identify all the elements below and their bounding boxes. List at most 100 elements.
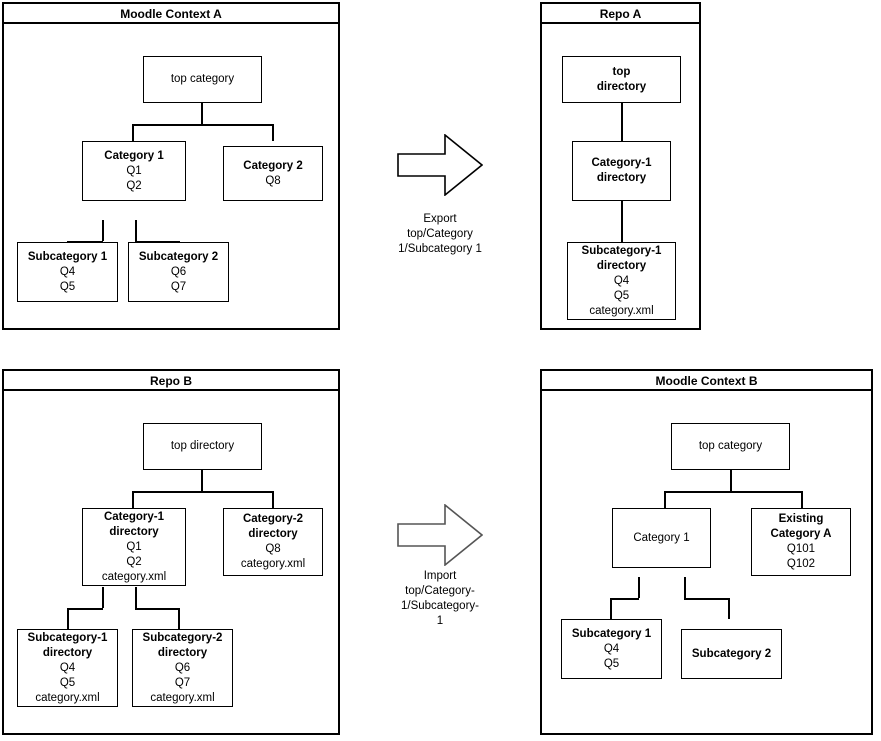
node-label-line-1: Existing: [778, 513, 824, 525]
node-label: Category 1: [633, 531, 690, 544]
node-label: Subcategory 1: [571, 627, 652, 640]
node-subcategory-2-directory[interactable]: Subcategory-2 directory Q6 Q7 category.x…: [132, 629, 233, 707]
connector-to-subcategory-1: [610, 598, 612, 619]
connector-top-bar: [132, 491, 274, 493]
node-label-line-1: Category-2: [242, 513, 304, 525]
node-item: Q5: [59, 280, 76, 293]
connector-cat1-right-down: [684, 577, 686, 598]
node-label-line-2: directory: [109, 525, 159, 538]
node-label-line-2: directory: [596, 259, 647, 272]
node-item: Q2: [126, 179, 142, 192]
import-label-line-1: Import: [423, 570, 457, 582]
panel-title-moodle-context-a: Moodle Context A: [4, 4, 338, 24]
node-label-line-2: directory: [42, 646, 93, 659]
connector-top-down: [201, 469, 203, 491]
node-item: Q102: [786, 558, 816, 570]
connector-cat1-right-down: [135, 220, 137, 241]
node-item: Q4: [59, 265, 76, 278]
connector-to-category-1: [664, 491, 666, 508]
node-category-1[interactable]: Category 1: [612, 508, 711, 568]
node-subcategory-1-directory[interactable]: Subcategory-1 directory Q4 Q5 category.x…: [567, 242, 676, 320]
node-label-line-1: Subcategory-1: [27, 631, 108, 644]
connector-cat1-left-bar: [67, 608, 103, 610]
node-item: Q4: [613, 274, 630, 287]
panel-body-repo-a: top directory Category-1 directory Subca…: [542, 24, 699, 328]
import-arrow-label: Import top/Category- 1/Subcategory- 1: [380, 569, 500, 629]
connector-to-category-2: [272, 124, 274, 141]
connector-to-existing-category-a: [801, 491, 803, 508]
connector-category-1-to-subcategory-1: [621, 201, 623, 242]
node-item: Q6: [170, 265, 187, 278]
export-label-line-1: Export: [423, 213, 457, 225]
panel-repo-b: Repo B top directory Category-1 director…: [2, 369, 340, 735]
connector-cat1-right-down: [135, 587, 137, 608]
node-subcategory-1-directory[interactable]: Subcategory-1 directory Q4 Q5 category.x…: [17, 629, 118, 707]
connector-to-subcategory-2: [728, 598, 730, 619]
node-category-2[interactable]: Category 2 Q8: [223, 146, 323, 201]
node-item: Q2: [126, 555, 142, 568]
right-arrow-icon: [397, 503, 484, 567]
connector-top-down: [201, 102, 203, 124]
panel-moodle-context-b: Moodle Context B top category Category 1: [540, 369, 873, 735]
connector-top-to-category-1: [621, 102, 623, 141]
node-label-line-1: Subcategory-2: [142, 631, 223, 644]
export-label-line-3: 1/Subcategory 1: [398, 243, 482, 255]
node-label: top category: [170, 73, 235, 85]
node-label: Subcategory 1: [27, 250, 108, 263]
connector-top-down: [730, 469, 732, 491]
connector-cat1-left-bar: [67, 241, 103, 243]
panel-title-repo-a: Repo A: [542, 4, 699, 24]
connector-to-category-1: [132, 124, 134, 141]
node-subcategory-1[interactable]: Subcategory 1 Q4 Q5: [561, 619, 662, 679]
node-item: Q7: [170, 280, 187, 293]
node-label: Subcategory 2: [138, 250, 219, 263]
connector-cat1-right-bar: [135, 241, 179, 243]
export-arrow-label: Export top/Category 1/Subcategory 1: [380, 212, 500, 257]
node-label-line-2: Category A: [770, 528, 832, 540]
node-category-1-directory[interactable]: Category-1 directory: [572, 141, 671, 201]
node-top-directory[interactable]: top directory: [143, 423, 262, 470]
import-label-line-3: 1/Subcategory-: [401, 600, 479, 612]
node-label: top directory: [170, 440, 235, 452]
connector-cat1-left-bar: [610, 598, 639, 600]
panel-title-moodle-context-b: Moodle Context B: [542, 371, 871, 391]
node-label: Subcategory 2: [691, 647, 772, 660]
connector-cat1-left-down: [102, 587, 104, 608]
node-label-line-2: directory: [596, 80, 647, 93]
connector-cat1-right-bar: [684, 598, 729, 600]
export-label-line-2: top/Category: [407, 228, 473, 240]
import-arrow: [397, 503, 484, 567]
node-label-line-1: Subcategory-1: [581, 244, 662, 257]
node-label-line-2: directory: [248, 528, 298, 540]
import-label-line-2: top/Category-: [405, 585, 475, 597]
connector-top-bar: [132, 124, 274, 126]
panel-body-repo-b: top directory Category-1 directory Q1 Q2…: [4, 391, 338, 733]
node-subcategory-2[interactable]: Subcategory 2 Q6 Q7: [128, 242, 229, 302]
panel-moodle-context-a: Moodle Context A top category Category 1…: [2, 2, 340, 330]
node-label-line-1: Category-1: [591, 157, 652, 169]
node-item: category.xml: [101, 570, 167, 583]
connector-to-category-1-directory: [132, 491, 134, 508]
node-subcategory-2[interactable]: Subcategory 2: [681, 629, 782, 679]
node-category-2-directory[interactable]: Category-2 directory Q8 category.xml: [223, 508, 323, 576]
node-item: category.xml: [150, 691, 215, 704]
node-existing-category-a[interactable]: Existing Category A Q101 Q102: [751, 508, 851, 576]
connector-to-subcategory-1-directory: [67, 608, 69, 629]
node-category-1[interactable]: Category 1 Q1 Q2: [82, 141, 186, 201]
connector-cat1-left-down: [102, 220, 104, 241]
node-item: Q8: [265, 174, 281, 187]
node-top-category[interactable]: top category: [671, 423, 790, 470]
node-top-category[interactable]: top category: [143, 56, 262, 103]
panel-body-moodle-context-a: top category Category 1 Q1 Q2 Category 2…: [4, 24, 338, 328]
node-category-1-directory[interactable]: Category-1 directory Q1 Q2 category.xml: [82, 508, 186, 586]
node-subcategory-1[interactable]: Subcategory 1 Q4 Q5: [17, 242, 118, 302]
node-item: category.xml: [589, 304, 654, 317]
node-label-line-1: top: [612, 65, 631, 78]
right-arrow-icon: [397, 133, 484, 197]
node-top-directory[interactable]: top directory: [562, 56, 681, 103]
node-label-line-2: directory: [596, 172, 647, 184]
node-label-line-1: Category-1: [103, 510, 165, 523]
connector-cat1-right-bar: [135, 608, 179, 610]
node-label: Category 1: [104, 149, 164, 162]
